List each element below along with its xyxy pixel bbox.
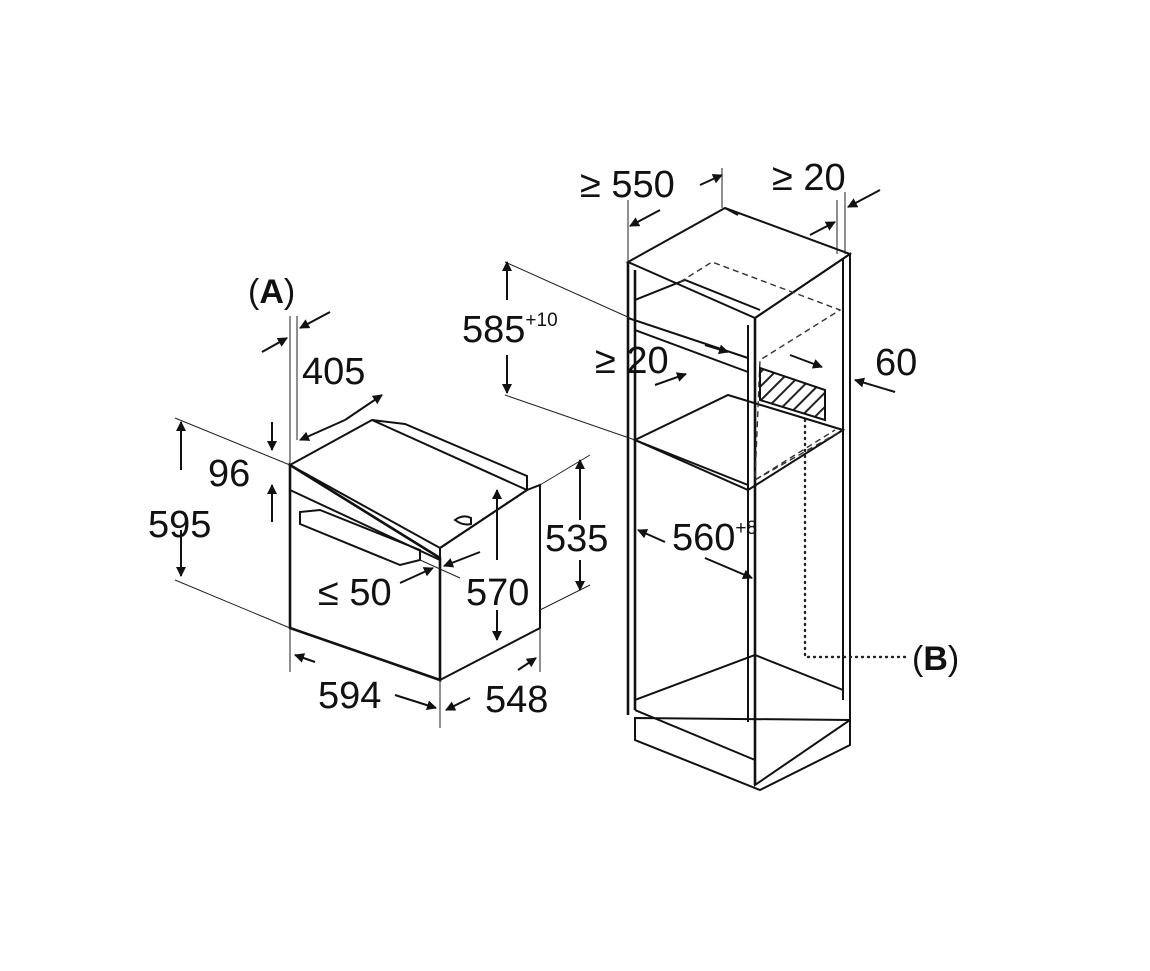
upper-shelf-back xyxy=(634,278,761,311)
min-depth-arrow xyxy=(629,209,661,227)
shelf-gap-arrow xyxy=(704,344,729,355)
label-rear-height: 535 xyxy=(545,518,608,560)
label-handle-projection: ≤ 50 xyxy=(318,572,392,614)
label-min-depth: ≥ 550 xyxy=(580,164,675,206)
width-arrow xyxy=(394,694,437,711)
oven-side-tab xyxy=(453,515,472,526)
ext-line xyxy=(174,417,291,466)
label-depth-top: 405 xyxy=(302,351,365,393)
niche-width-arrow xyxy=(704,557,753,580)
vent-arrow xyxy=(789,354,823,369)
vent-arrow xyxy=(854,377,896,393)
label-oven-width: 594 xyxy=(318,675,381,717)
oven-handle xyxy=(299,508,421,567)
label-oven-height: 595 xyxy=(148,504,211,546)
niche-top-shelf xyxy=(634,329,749,373)
label-niche-width: 560+8 xyxy=(672,517,757,559)
cabinet-drawing xyxy=(502,168,907,792)
depth-top-arrow xyxy=(299,419,346,441)
min-depth-arrow xyxy=(699,174,723,186)
callout-a: (A) xyxy=(248,273,295,311)
vent-hatched-area xyxy=(759,366,826,422)
oven-drawing xyxy=(174,311,591,728)
cabinet-top-edge xyxy=(724,207,739,216)
ext-line xyxy=(539,584,591,611)
callout-b: (B) xyxy=(912,640,959,678)
oven-top xyxy=(287,418,530,550)
ext-line xyxy=(174,579,291,629)
label-inner-height: 570 xyxy=(466,572,529,614)
label-lip-height: 96 xyxy=(208,453,250,495)
lower-shelf xyxy=(634,653,844,701)
label-oven-depth: 548 xyxy=(485,679,548,721)
niche-shelf-front xyxy=(634,439,749,486)
depth-top-arrow xyxy=(344,394,383,421)
rear-gap-arrow xyxy=(809,221,836,236)
dimension-labels: (A) 405 96 595 ≤ 50 570 535 594 548 ≥ 55… xyxy=(148,157,959,721)
depth-arrow xyxy=(445,697,471,711)
label-rear-gap: ≥ 20 xyxy=(772,157,846,199)
gap-a-arrow xyxy=(261,337,288,353)
label-vent: 60 xyxy=(875,342,917,384)
oven-side-face xyxy=(439,483,541,682)
ext-line xyxy=(419,559,461,579)
callout-b-leader xyxy=(803,418,907,659)
cabinet-right-panel xyxy=(754,252,851,787)
ext-line xyxy=(504,261,631,319)
label-shelf-gap: ≥ 20 xyxy=(595,340,669,382)
handle-projection-arrow xyxy=(443,551,481,568)
shelf-gap-arrow xyxy=(654,372,687,386)
cabinet-plinth xyxy=(634,716,851,792)
handle-projection-arrow xyxy=(399,567,434,584)
width-arrow xyxy=(294,653,316,663)
gap-a-arrow xyxy=(299,311,331,329)
dashed-niche-outline xyxy=(754,429,844,481)
ext-line xyxy=(539,454,591,486)
ext-line xyxy=(504,394,636,441)
niche-width-arrow xyxy=(637,529,666,543)
rear-gap-arrow xyxy=(847,189,881,208)
label-niche-height: 585+10 xyxy=(462,309,558,351)
oven-top-plate xyxy=(371,419,528,490)
depth-arrow xyxy=(517,657,537,671)
